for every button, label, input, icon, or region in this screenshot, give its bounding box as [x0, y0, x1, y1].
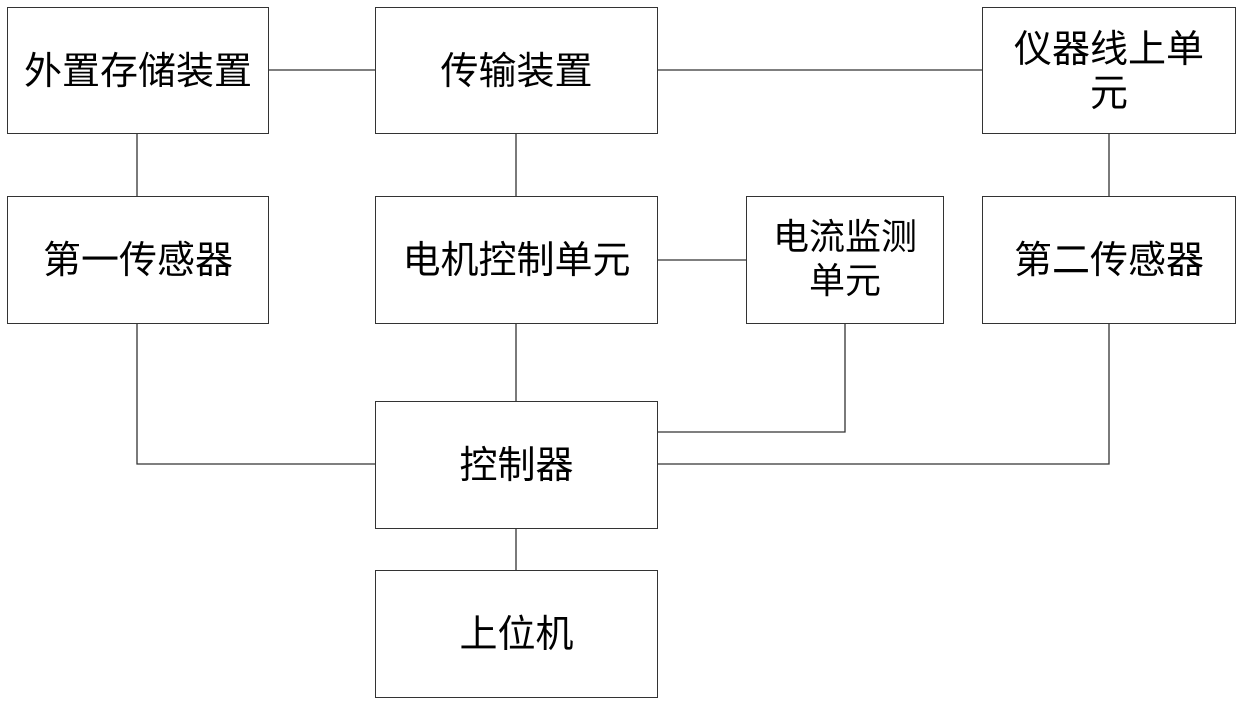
external-storage-label: 外置存储装置	[24, 49, 252, 93]
host-computer-label: 上位机	[459, 612, 573, 656]
current-monitor-unit-node: 电流监测单元	[746, 196, 944, 324]
edge-second-sensor-controller	[658, 324, 1109, 464]
instrument-online-unit-label: 仪器线上单元	[1005, 27, 1213, 115]
transmission-label: 传输装置	[440, 49, 592, 93]
motor-control-unit-node: 电机控制单元	[375, 196, 658, 324]
controller-node: 控制器	[375, 401, 658, 529]
first-sensor-label: 第一传感器	[43, 238, 233, 282]
motor-control-unit-label: 电机控制单元	[402, 238, 630, 282]
edge-first-sensor-controller	[137, 324, 375, 464]
first-sensor-node: 第一传感器	[7, 196, 269, 324]
external-storage-node: 外置存储装置	[7, 7, 269, 134]
controller-label: 控制器	[459, 443, 573, 487]
transmission-node: 传输装置	[375, 7, 658, 134]
edge-current-monitor-controller	[658, 324, 845, 432]
instrument-online-unit-node: 仪器线上单元	[982, 7, 1236, 134]
second-sensor-label: 第二传感器	[1014, 238, 1204, 282]
host-computer-node: 上位机	[375, 570, 658, 698]
current-monitor-unit-label: 电流监测单元	[765, 216, 925, 304]
second-sensor-node: 第二传感器	[982, 196, 1236, 324]
